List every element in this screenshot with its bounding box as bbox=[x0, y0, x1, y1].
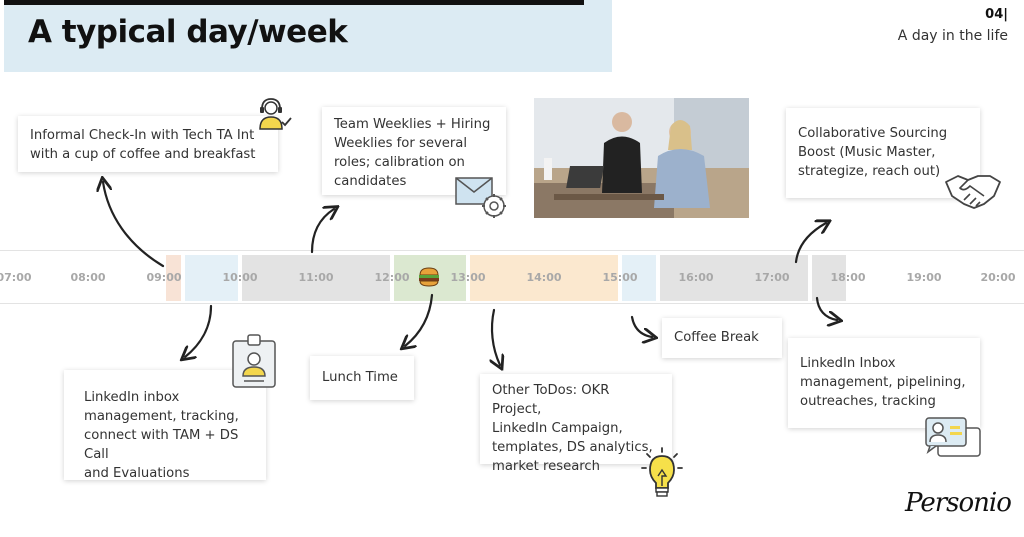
card-lunch: Lunch Time bbox=[310, 356, 414, 400]
timeline-block bbox=[242, 255, 390, 301]
lightbulb-icon bbox=[636, 446, 688, 506]
team-photo bbox=[534, 98, 749, 218]
timeline-block bbox=[185, 255, 238, 301]
timeline-block bbox=[166, 255, 181, 301]
timeline-tick-label: 17:00 bbox=[754, 271, 790, 284]
burger-icon bbox=[418, 267, 440, 291]
profile-chat-icon bbox=[924, 416, 984, 464]
card-todos: Other ToDos: OKR Project, LinkedIn Campa… bbox=[480, 374, 672, 474]
personio-logo: Personio bbox=[905, 488, 1012, 518]
slide-subtitle: A day in the life bbox=[897, 28, 1008, 44]
timeline-block bbox=[622, 255, 656, 301]
title-accent-bar bbox=[4, 0, 584, 5]
timeline-tick-label: 11:00 bbox=[298, 271, 334, 284]
title-banner bbox=[4, 0, 612, 72]
timeline-tick-label: 19:00 bbox=[906, 271, 942, 284]
timeline-tick-label: 09:00 bbox=[146, 271, 182, 284]
timeline-block bbox=[470, 255, 618, 301]
timeline-tick-label: 13:00 bbox=[450, 271, 486, 284]
card-coffee: Coffee Break bbox=[662, 318, 782, 358]
card-sourcing: Collaborative Sourcing Boost (Music Mast… bbox=[786, 108, 980, 198]
timeline-tick-label: 16:00 bbox=[678, 271, 714, 284]
timeline-tick-label: 12:00 bbox=[374, 271, 410, 284]
timeline-tick-label: 08:00 bbox=[70, 271, 106, 284]
day-timeline: 07:00 08:00 09:00 10:00 11:00 12:00 13:00 14:00… bbox=[0, 250, 1024, 304]
timeline-block bbox=[660, 255, 808, 301]
headset-icon bbox=[252, 97, 294, 135]
timeline-tick-label: 07:00 bbox=[0, 271, 32, 284]
handshake-icon bbox=[944, 170, 1002, 214]
email-settings-icon bbox=[454, 174, 510, 224]
card-linkedin-morning: LinkedIn inbox management, tracking, con… bbox=[64, 370, 266, 481]
card-checkin: Informal Check-In with Tech TA Int with … bbox=[18, 116, 278, 172]
card-linkedin-evening: LinkedIn Inbox management, pipelining, o… bbox=[788, 338, 980, 428]
timeline-tick-label: 10:00 bbox=[222, 271, 258, 284]
arrow-coffee bbox=[630, 315, 652, 337]
timeline-tick-label: 18:00 bbox=[830, 271, 866, 284]
id-badge-icon bbox=[230, 333, 278, 393]
slide-number: 04| bbox=[985, 7, 1008, 22]
timeline-tick-label: 14:00 bbox=[526, 271, 562, 284]
arrow-weeklies bbox=[310, 209, 334, 254]
page-title: A typical day/week bbox=[28, 14, 348, 50]
timeline-tick-label: 15:00 bbox=[602, 271, 638, 284]
arrow-todos bbox=[492, 308, 500, 365]
timeline-tick-label: 20:00 bbox=[980, 271, 1016, 284]
arrow-linkedin-morning bbox=[185, 304, 213, 357]
